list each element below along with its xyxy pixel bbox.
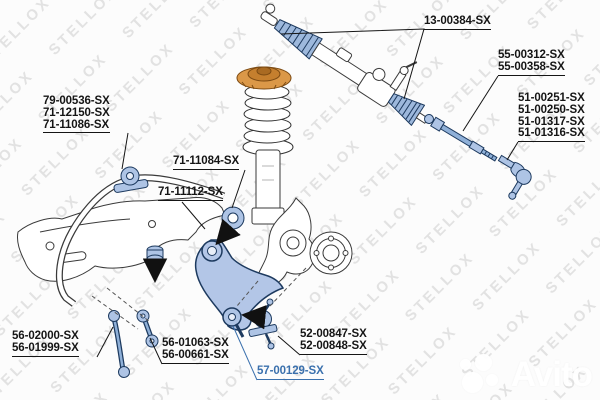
stabilizer-bushing-clamp xyxy=(113,166,149,193)
label-control-arm-front-bushing: 71-11112-SX xyxy=(158,186,223,201)
part-number: 79-00536-SX xyxy=(43,95,110,107)
stabilizer-bar xyxy=(55,166,226,307)
label-control-arm-highlighted[interactable]: 57-00129-SX xyxy=(257,365,324,380)
stabilizer-link-short xyxy=(136,309,159,348)
label-steering-gear-bellows: 13-00384-SX xyxy=(424,15,491,30)
highlight-leader-line xyxy=(232,325,258,381)
control-arm-ball-joint xyxy=(222,307,245,338)
label-control-arm-rear-bushing: 71-11084-SX xyxy=(173,155,240,170)
part-number: 52-00848-SX xyxy=(300,339,367,352)
avito-logo-icon xyxy=(459,354,504,396)
part-number: 52-00847-SX xyxy=(300,328,367,340)
part-number: 56-01999-SX xyxy=(12,341,79,354)
wheel-hub xyxy=(309,231,353,275)
label-ball-joint: 52-00847-SX 52-00848-SX xyxy=(300,328,367,355)
alignment-dashes xyxy=(91,267,307,330)
part-number: 51-01316-SX xyxy=(518,127,585,140)
part-number: 51-00251-SX xyxy=(518,92,585,104)
steering-rack xyxy=(260,3,429,126)
label-stabilizer-bushing: 79-00536-SX 71-12150-SX 71-11086-SX xyxy=(43,95,110,134)
part-number: 55-00312-SX xyxy=(498,49,565,61)
outer-tie-rod-end xyxy=(497,154,532,200)
label-stabilizer-link: 56-02000-SX 56-01999-SX xyxy=(12,330,79,357)
install-arrows xyxy=(142,218,267,330)
label-stabilizer-link-2: 56-01063-SX 56-00661-SX xyxy=(162,337,229,364)
part-number: 71-11084-SX xyxy=(173,155,240,167)
part-number: 71-12150-SX xyxy=(43,106,110,119)
control-arm-rear-bushing xyxy=(221,206,245,230)
part-number: 56-00661-SX xyxy=(162,348,229,361)
stabilizer-link-long xyxy=(108,310,130,378)
avito-watermark: Avito xyxy=(459,354,593,396)
part-number: 71-11112-SX xyxy=(158,186,223,198)
avito-logo-text: Avito xyxy=(510,355,593,394)
control-arm-front-bushing xyxy=(146,245,164,264)
coil-spring xyxy=(242,84,294,156)
strut-top-mount xyxy=(236,66,292,90)
inner-tie-rod xyxy=(424,114,498,162)
label-inner-tie-rod: 55-00312-SX 55-00358-SX xyxy=(498,49,565,76)
part-number: 56-02000-SX xyxy=(12,330,79,342)
part-number: 13-00384-SX xyxy=(424,15,491,27)
strut-assembly xyxy=(236,66,294,225)
part-number-link[interactable]: 57-00129-SX xyxy=(257,365,324,377)
part-number: 71-11086-SX xyxy=(43,118,110,131)
part-number: 55-00358-SX xyxy=(498,60,565,73)
steering-knuckle xyxy=(255,197,316,287)
label-outer-tie-rod-end: 51-00251-SX 51-00250-SX 51-01317-SX 51-0… xyxy=(518,92,585,143)
part-number: 51-01317-SX xyxy=(518,115,585,128)
part-number: 56-01063-SX xyxy=(162,337,229,349)
subframe xyxy=(17,197,226,282)
part-number: 51-00250-SX xyxy=(518,103,585,116)
